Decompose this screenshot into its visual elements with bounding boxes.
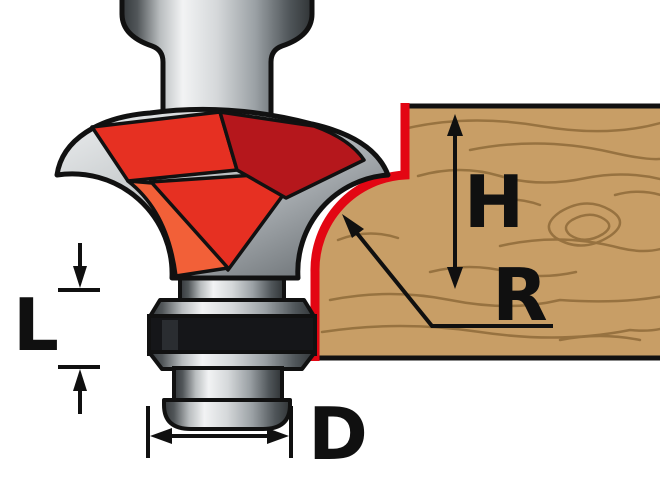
bit-cutter-head <box>54 106 391 281</box>
cutter-faces-bright <box>90 110 302 272</box>
arrow-right-icon <box>267 428 289 444</box>
dim-radius-leader <box>354 230 553 328</box>
arrow-down-icon <box>73 266 87 288</box>
screw-cap <box>162 398 292 431</box>
grain-line <box>336 232 400 242</box>
label-height: H <box>464 160 524 244</box>
grain-line <box>406 119 660 133</box>
label-length: L <box>13 283 59 367</box>
grain-line <box>468 142 660 161</box>
label-diameter: D <box>308 392 368 476</box>
arrow-up-icon <box>447 114 463 136</box>
dim-length <box>58 243 100 414</box>
wood-grain <box>320 119 660 342</box>
cut-profile-line <box>310 103 410 361</box>
cutter-face-lower-left <box>126 179 230 278</box>
bearing-highlight <box>162 320 178 350</box>
arrow-upleft-icon <box>342 214 364 238</box>
bit-screw <box>162 366 292 431</box>
grain-line <box>478 198 542 207</box>
wood-outline <box>315 103 660 361</box>
dim-diameter <box>146 406 293 458</box>
bit-bearing <box>147 298 317 371</box>
dim-height <box>447 114 463 289</box>
workpiece-wood <box>314 103 660 361</box>
grain-knot-outer <box>547 202 622 247</box>
bearing-bottom-washer <box>147 350 317 371</box>
grain-line <box>328 292 660 308</box>
grain-line <box>320 324 660 339</box>
cutter-face-top-right <box>218 110 366 200</box>
label-radius: R <box>492 253 547 337</box>
grain-knot-inner <box>564 213 611 241</box>
arrow-up-icon <box>73 369 87 391</box>
grain-line <box>558 334 642 342</box>
grain-line <box>416 168 660 184</box>
dim-radius <box>342 214 553 328</box>
screw-shaft <box>172 366 284 404</box>
arrow-down-icon <box>447 267 463 289</box>
grain-line <box>498 238 660 253</box>
arrow-left-icon <box>150 428 172 444</box>
router-bit <box>54 0 391 431</box>
